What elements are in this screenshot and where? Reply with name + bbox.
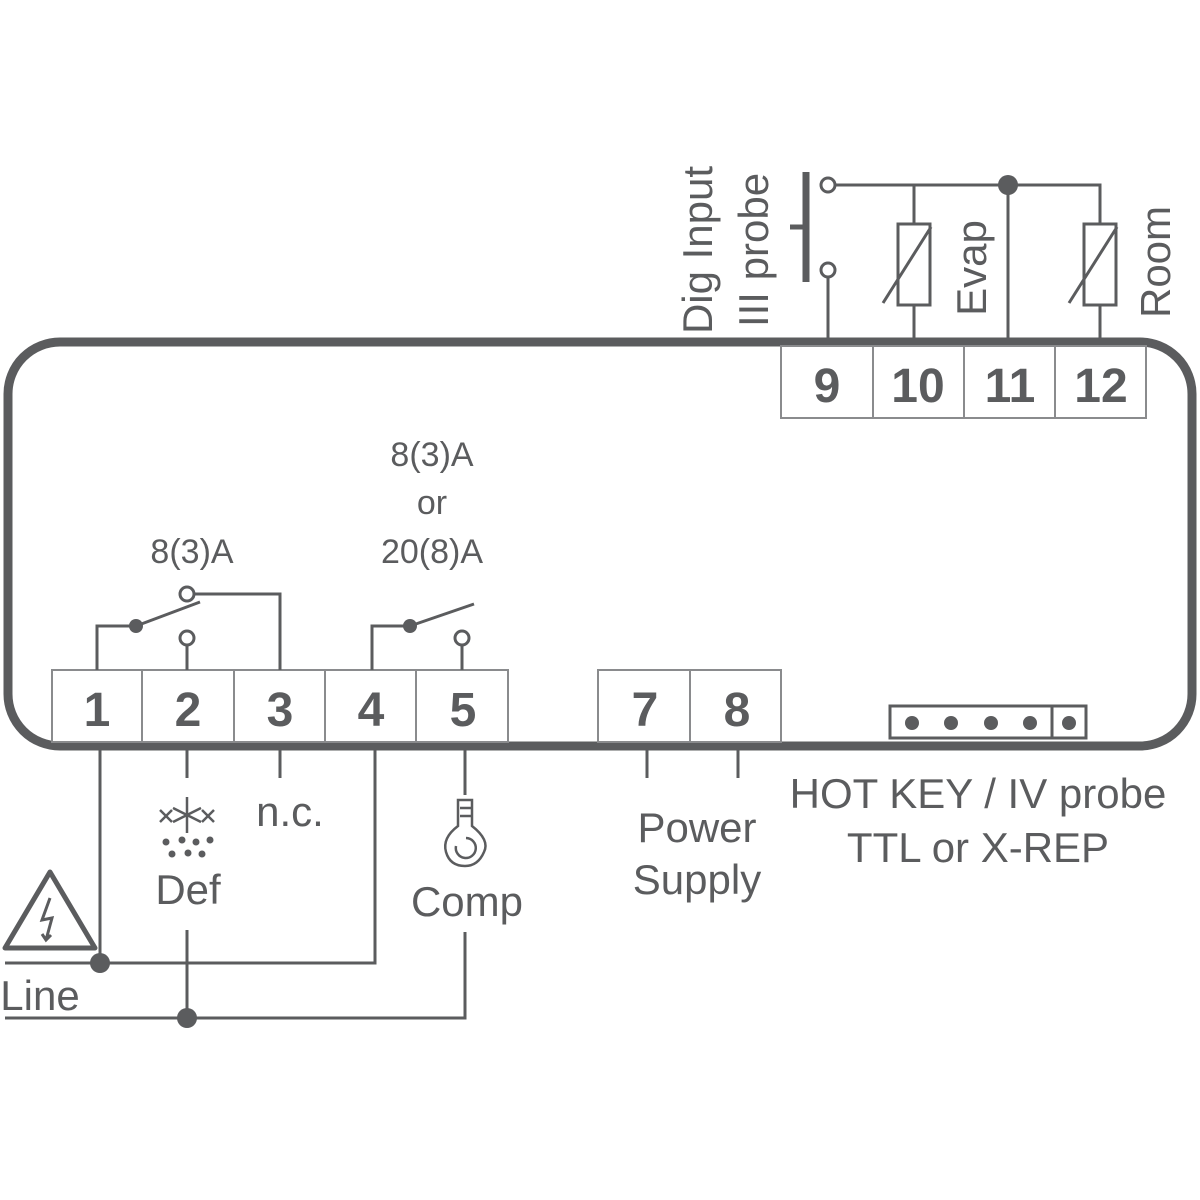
defrost-relay-rating: 8(3)A [150, 533, 233, 571]
hotkey-label-1: HOT KEY / IV probe [790, 770, 1167, 817]
terminal-1-label: 1 [84, 684, 111, 737]
compressor-relay-rating-2: 20(8)A [381, 533, 483, 571]
power-supply-label-2: Supply [633, 856, 761, 903]
defrost-icon [159, 797, 215, 858]
terminal-10-label: 10 [891, 360, 944, 413]
terminal-8-label: 8 [724, 684, 751, 737]
dig-input-label: Dig Input [674, 166, 721, 334]
terminal-5-label: 5 [450, 684, 477, 737]
terminal-3 [233, 669, 326, 743]
thermistor-icon [881, 222, 933, 307]
not-connected-label: n.c. [256, 788, 324, 835]
terminal-4 [324, 669, 417, 743]
line-wiring [5, 748, 740, 1028]
compressor-relay-rating-1: 8(3)A [390, 436, 473, 474]
terminal-2 [141, 669, 235, 743]
controller-body [3, 337, 1197, 751]
line-label: Line [0, 972, 79, 1019]
compressor-icon [444, 798, 487, 868]
defrost-label: Def [155, 866, 221, 913]
hotkey-connector[interactable] [888, 704, 1088, 740]
terminal-3-label: 3 [267, 684, 294, 737]
terminal-5 [415, 669, 509, 743]
terminal-1 [51, 669, 143, 743]
terminal-7-label: 7 [632, 684, 659, 737]
terminal-9 [780, 345, 874, 419]
evap-probe-label: Evap [948, 220, 995, 316]
terminal-12 [1054, 345, 1147, 419]
power-supply-label-1: Power [637, 804, 756, 851]
iii-probe-label: III probe [730, 173, 777, 327]
compressor-relay: 8(3)A or 20(8)A [370, 436, 483, 670]
terminal-7 [597, 669, 691, 743]
bottom-terminal-block: 1 2 3 4 5 7 8 [51, 669, 782, 743]
high-voltage-warning-icon [2, 869, 98, 951]
terminal-12-label: 12 [1074, 360, 1127, 413]
terminal-11-label: 11 [985, 360, 1036, 413]
compressor-relay-rating-or: or [417, 484, 447, 522]
defrost-relay: 8(3)A [95, 533, 282, 670]
room-probe-label: Room [1132, 206, 1179, 318]
terminal-10 [872, 345, 965, 419]
thermistor-icon [1067, 222, 1119, 307]
top-terminal-block: 9 10 11 12 [780, 345, 1147, 419]
push-switch-icon [790, 172, 837, 282]
terminal-2-label: 2 [175, 684, 202, 737]
terminal-9-label: 9 [814, 360, 841, 413]
hotkey-label-2: TTL or X-REP [847, 824, 1109, 871]
compressor-label: Comp [411, 878, 523, 925]
terminal-8 [689, 669, 782, 743]
terminal-4-label: 4 [358, 684, 385, 737]
